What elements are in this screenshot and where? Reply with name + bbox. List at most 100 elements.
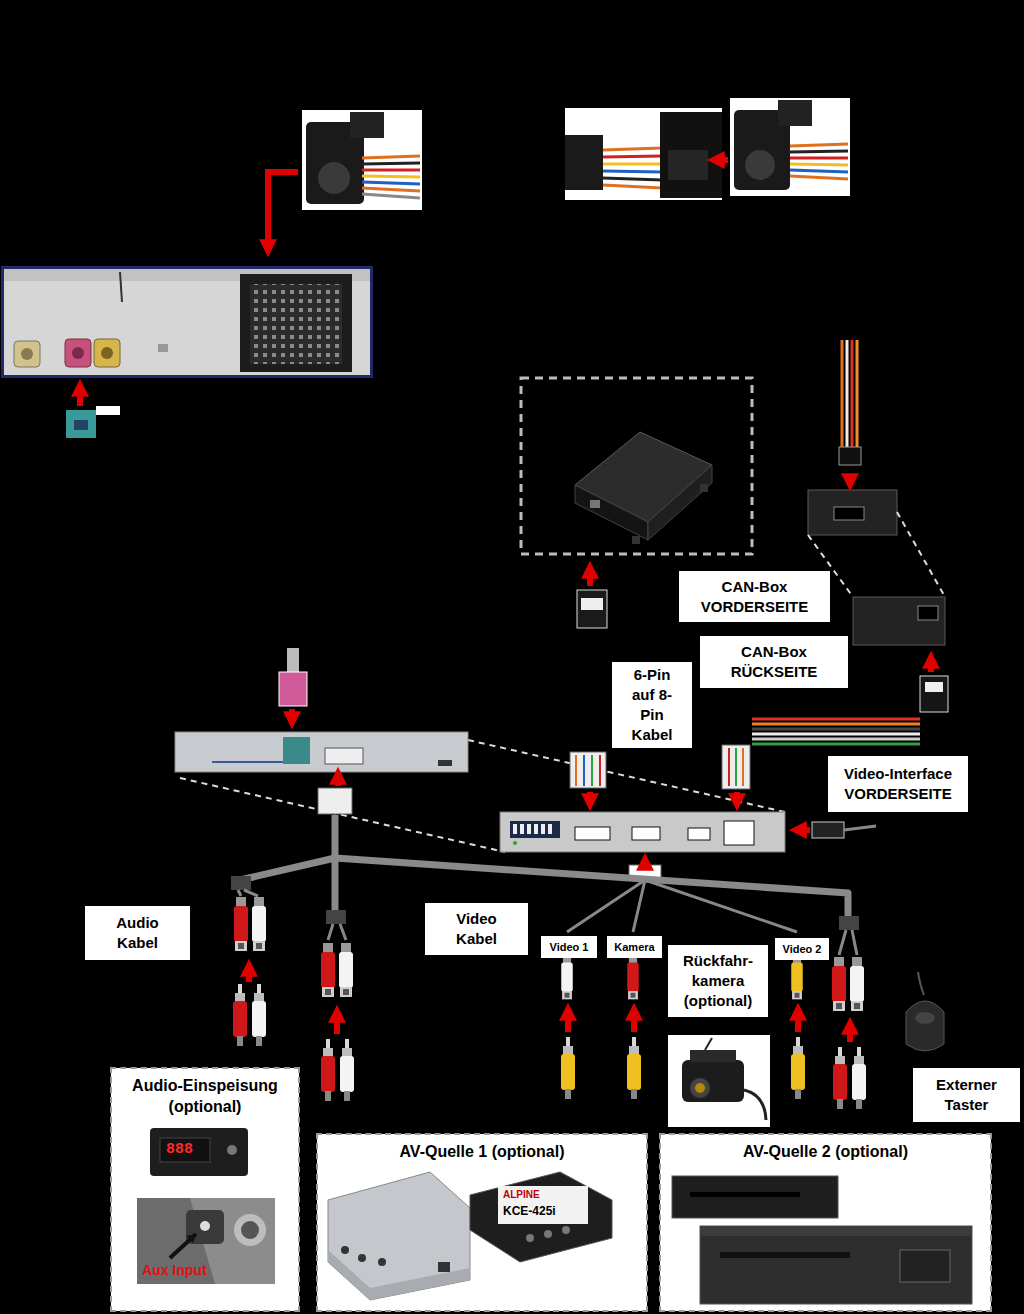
can-wires — [851, 340, 854, 447]
harness-photo — [362, 176, 420, 177]
display-digits: 888 — [166, 1141, 193, 1158]
red-arrow — [714, 157, 728, 163]
aux-photo — [241, 1221, 259, 1239]
option-panel: AV-Quelle 1 (optional) — [316, 1133, 648, 1312]
av-source-2 — [700, 1226, 972, 1236]
av-source-1 — [470, 1172, 612, 1262]
amplifier — [648, 465, 712, 540]
tuner-module — [325, 748, 363, 764]
photo-caption: Aux Input — [142, 1262, 207, 1278]
plug-tag: Kamera — [607, 936, 662, 958]
red-arrow — [289, 709, 295, 722]
plug-tag: Video 2 — [775, 938, 829, 960]
can-cable — [925, 682, 943, 692]
adapter-photo — [660, 112, 722, 198]
audio-device — [160, 1138, 210, 1162]
rca-plugs — [321, 1039, 335, 1101]
av-source-1 — [328, 1172, 470, 1300]
harness-photo — [362, 188, 420, 191]
aux-photo — [170, 1234, 196, 1258]
can-box — [918, 606, 938, 620]
harness-splits — [231, 876, 251, 890]
harness-splits — [328, 924, 346, 940]
radio-unit — [250, 284, 342, 364]
adapter-photo — [603, 171, 662, 172]
rca-plugs — [833, 1047, 847, 1109]
radio-unit — [72, 347, 84, 359]
aux-photo — [234, 1214, 266, 1246]
panel-heading: AV-Quelle 2 (optional) — [743, 1141, 908, 1162]
harness-photo — [790, 164, 848, 165]
callout-box: CAN-Box VORDERSEITE — [679, 571, 830, 622]
push-button — [906, 972, 944, 1051]
video-interface — [688, 828, 710, 840]
radio-unit — [158, 344, 168, 352]
can-cable — [752, 723, 920, 726]
brand-logo: ALPINE — [503, 1189, 540, 1201]
can-box — [834, 507, 864, 520]
camera-photo — [668, 1035, 770, 1127]
harness-photo — [318, 162, 350, 194]
can-wires — [839, 340, 861, 465]
adapter-photo — [603, 148, 662, 150]
adapter-photo — [668, 150, 708, 180]
video-interface — [510, 821, 560, 838]
red-arrow — [77, 386, 83, 406]
av-source-1 — [498, 1186, 588, 1224]
harness-splits — [326, 910, 346, 924]
label-text: Rückfahr- kamera (optional) — [674, 951, 762, 1011]
rca-cable-ends — [832, 957, 846, 1011]
radio-unit — [1, 266, 373, 378]
can-wires — [839, 447, 861, 465]
rca-cable-ends — [791, 955, 803, 999]
video-interface — [575, 827, 610, 840]
panel-ground — [111, 1068, 991, 1311]
av-source-1 — [328, 1250, 470, 1300]
interface-connectors — [583, 755, 585, 786]
harness-photo — [790, 144, 848, 146]
dashed-guides — [468, 740, 785, 812]
panel-heading: AV-Quelle 1 (optional) — [399, 1141, 564, 1162]
harness-photo — [730, 98, 850, 196]
rca-cable-ends — [561, 955, 573, 999]
av-source-1 — [438, 1262, 450, 1272]
red-arrow — [246, 966, 252, 982]
fakra-plug — [279, 648, 307, 706]
rca-cable-ends — [627, 955, 639, 999]
can-cable — [752, 718, 920, 721]
av-harness — [332, 815, 339, 858]
harness-photo — [790, 176, 848, 179]
red-arrow — [565, 1010, 571, 1032]
dashed-guides — [180, 778, 505, 852]
harness-splits — [839, 930, 857, 955]
label-text: 6-Pin auf 8-Pin Kabel — [626, 665, 678, 745]
rca-plugs — [561, 1037, 575, 1099]
radio-unit — [4, 269, 370, 375]
camera-photo — [682, 1060, 744, 1102]
av-source-1 — [358, 1254, 366, 1262]
can-wires — [856, 340, 859, 447]
callout-box: Rückfahr- kamera (optional) — [668, 945, 768, 1017]
aux-photo — [186, 1234, 196, 1243]
aux-photo — [137, 1198, 275, 1284]
panel-ground — [317, 1134, 647, 1311]
label-text: Kamera — [614, 940, 654, 954]
av-source-1 — [378, 1258, 386, 1266]
can-wires — [846, 340, 849, 447]
adapter-photo — [565, 108, 722, 200]
can-box — [853, 597, 945, 645]
label-text: CAN-Box RÜCKSEITE — [706, 642, 842, 682]
av-source-2 — [720, 1252, 850, 1258]
video-interface — [500, 812, 785, 852]
fakra-adapter — [66, 406, 120, 438]
av-harness — [240, 815, 848, 920]
interface-connectors — [735, 748, 737, 786]
interface-connectors — [844, 826, 876, 830]
video-interface — [513, 824, 517, 834]
aux-photo — [186, 1210, 224, 1244]
fakra-adapter — [66, 410, 96, 438]
red-arrow — [80, 160, 931, 1042]
video-interface — [541, 824, 545, 834]
interface-connectors — [812, 822, 844, 838]
interface-connectors — [722, 745, 750, 789]
